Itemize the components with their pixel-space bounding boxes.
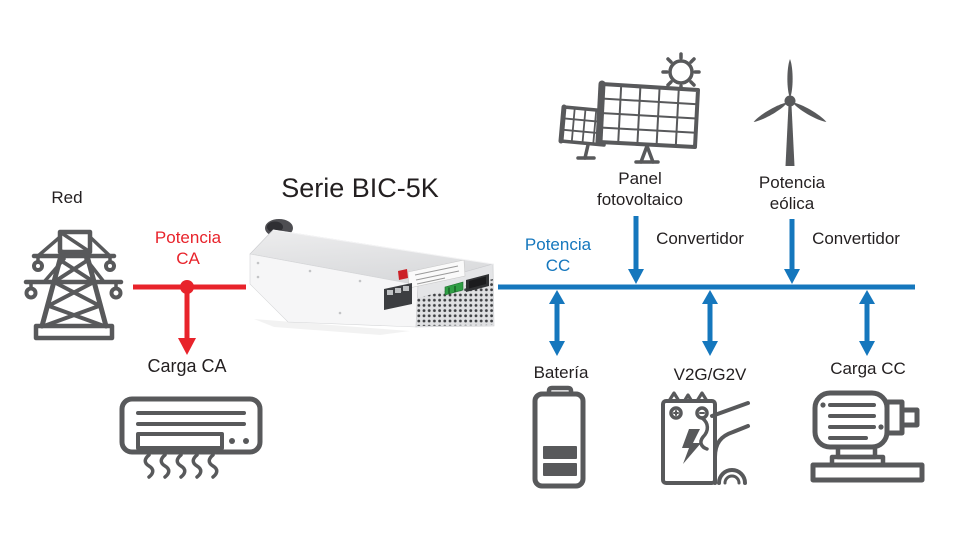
wind-converter-label: Convertidor: [812, 229, 900, 248]
device-title: Serie BIC-5K: [281, 173, 439, 203]
ac-power-label: Potencia CA: [154, 228, 222, 268]
dc-bus: [498, 216, 915, 356]
battery-arrow: [549, 290, 565, 356]
electric-motor-icon: [810, 390, 925, 483]
ac-bus: [133, 280, 246, 355]
psu-body: [249, 219, 495, 335]
wind-converter-arrow: [784, 219, 800, 284]
transmission-tower-icon: [23, 229, 124, 341]
sun-icon: [661, 52, 701, 92]
psu-spec-label: [407, 259, 466, 289]
v2g-label: V2G/G2V: [673, 365, 747, 384]
dc-load-arrow: [859, 290, 875, 356]
ac-load-arrow-head: [178, 338, 196, 355]
ac-junction-dot: [180, 280, 194, 294]
v2g-arrow: [702, 290, 718, 356]
wind-turbine-icon: [753, 59, 827, 166]
wind-label: Potencia eólica: [758, 173, 826, 213]
ev-charger-car-icon: [661, 391, 750, 485]
mean-well-logo: [398, 269, 408, 280]
bic-5k-power-supply-photo: [249, 219, 495, 335]
battery-label: Batería: [533, 363, 589, 382]
dc-power-label: Potencia CC: [524, 235, 592, 275]
ac-load-label: Carga CA: [147, 356, 227, 376]
air-conditioner-icon: [119, 396, 263, 479]
solar-panel-icon: [558, 52, 701, 164]
solar-label: Panel fotovoltaico: [597, 169, 683, 209]
solar-converter-arrow: [628, 216, 644, 284]
solar-converter-label: Convertidor: [656, 229, 744, 248]
grid-label: Red: [51, 188, 83, 207]
dc-load-label: Carga CC: [830, 359, 906, 378]
battery-icon: [532, 385, 586, 489]
